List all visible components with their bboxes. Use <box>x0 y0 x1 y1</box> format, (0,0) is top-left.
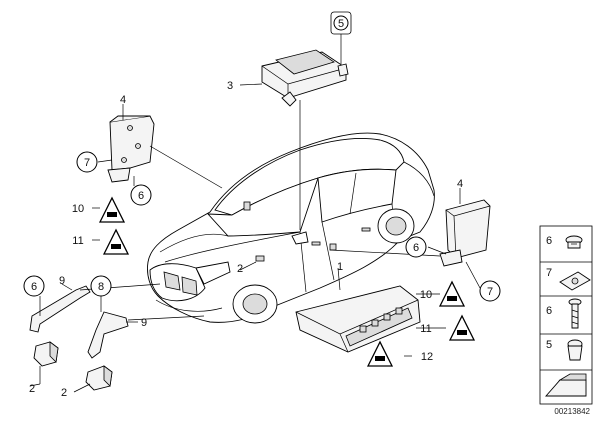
main-control-unit <box>295 285 421 353</box>
callouts: 5 3 4 7 6 10 11 4 6 7 10 11 <box>23 11 501 399</box>
callout-9-b: 9 <box>141 317 147 329</box>
callout-7-left-circle <box>76 151 98 173</box>
callout-6-left-circle <box>130 184 152 206</box>
legend-number-2: 7 <box>546 267 552 279</box>
diagram-id: 00213842 <box>554 407 590 416</box>
warning-mark-12 <box>375 356 385 361</box>
warning-triangle-11-right <box>448 314 476 341</box>
right-sensor <box>439 199 491 267</box>
callout-3: 3 <box>227 80 233 92</box>
callout-9-a: 9 <box>59 275 65 287</box>
legend-number-3: 6 <box>546 305 552 317</box>
warning-triangle-10-right <box>438 280 466 307</box>
callout-10-left: 10 <box>72 203 84 215</box>
car-illustration <box>147 132 435 324</box>
legend-number-1: 6 <box>546 235 552 247</box>
lower-left-sensors <box>29 285 129 391</box>
warning-triangle-10-left <box>98 196 126 223</box>
warning-triangle-11-left <box>102 228 130 255</box>
left-bracket <box>107 115 155 183</box>
callout-11-right: 11 <box>420 323 431 335</box>
callout-12: 12 <box>421 351 433 363</box>
callout-8-circle <box>90 275 112 297</box>
callout-6-lower-circle <box>23 275 45 297</box>
warning-mark-10-left <box>107 212 117 217</box>
callout-2-car: 2 <box>237 263 243 275</box>
warning-mark-11-left <box>111 244 121 249</box>
callout-6-right: 6 <box>413 242 419 254</box>
hardware-legend: 6 7 6 5 <box>539 225 593 405</box>
callout-6-left: 6 <box>138 190 144 202</box>
callout-8: 8 <box>98 281 104 293</box>
callout-4-left: 4 <box>120 94 126 106</box>
callout-7-left: 7 <box>84 157 90 169</box>
callout-4-right: 4 <box>457 178 463 190</box>
warning-triangle-12 <box>366 340 394 367</box>
callout-2-b: 2 <box>61 387 67 399</box>
legend-number-4: 5 <box>546 339 552 351</box>
top-control-unit <box>261 49 349 107</box>
callout-5-top-circle <box>333 15 349 31</box>
callout-5-top: 5 <box>338 18 344 30</box>
callout-7-right-circle <box>479 280 501 302</box>
callout-7-right: 7 <box>487 286 493 298</box>
warning-mark-11-right <box>457 330 467 335</box>
callout-2-a: 2 <box>29 383 35 395</box>
callout-1: 1 <box>337 261 343 273</box>
callout-6-right-circle <box>405 236 427 258</box>
warning-mark-10-right <box>447 296 457 301</box>
callout-6-lower: 6 <box>31 281 37 293</box>
callout-11-left: 11 <box>72 235 83 247</box>
callout-10-right: 10 <box>420 289 432 301</box>
